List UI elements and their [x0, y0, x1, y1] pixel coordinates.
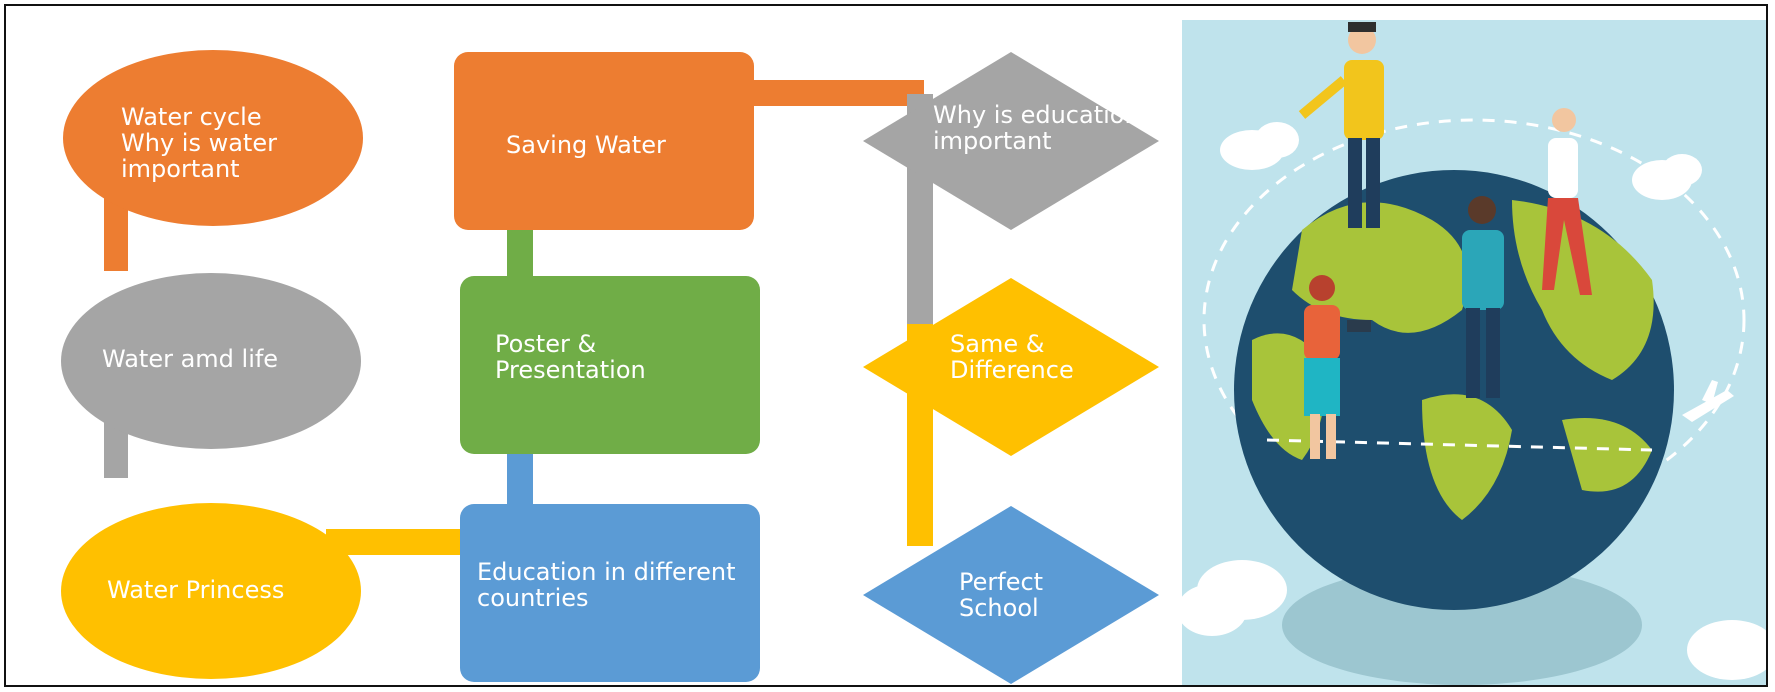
saving-water-box [454, 52, 754, 230]
person-orange-top [1304, 275, 1371, 459]
why-education-text-clip: Why is education important [861, 50, 1161, 232]
perfect-school-diamond [863, 506, 1159, 684]
perfect-school-label: Perfect School [959, 568, 1044, 622]
education-countries-box [460, 504, 760, 682]
slide-canvas: Water cycle Why is water important Water… [4, 4, 1768, 687]
person-blue-jacket [1462, 196, 1504, 398]
water-cycle-ellipse [63, 50, 363, 226]
poster-presentation-box [460, 276, 760, 454]
water-and-life-label: Water amd life [102, 345, 279, 373]
connector-saving-poster [507, 228, 533, 276]
connector-saving-why-h [754, 80, 924, 106]
person-white-top [1542, 108, 1592, 295]
water-princess-label: Water Princess [107, 576, 285, 604]
water-cycle-label: Water cycle Why is water important [121, 103, 277, 183]
connector-princess-education [326, 529, 466, 555]
water-and-life-ellipse [61, 273, 361, 449]
why-education-label: Why is education important [933, 101, 1140, 155]
poster-presentation-label: Poster & Presentation [495, 330, 646, 384]
airplane-icon [1682, 380, 1734, 422]
education-countries-label: Education in different countries [477, 558, 736, 612]
water-princess-ellipse [61, 503, 361, 679]
globe-illustration [1182, 20, 1766, 685]
same-difference-diamond [863, 278, 1159, 456]
why-education-diamond [863, 52, 1159, 230]
person-yellow-sweater [1298, 22, 1384, 228]
connector-poster-education [507, 454, 533, 504]
same-difference-label: Same & Difference [950, 330, 1074, 384]
saving-water-label: Saving Water [506, 131, 666, 159]
cloud-icon [1182, 122, 1766, 680]
